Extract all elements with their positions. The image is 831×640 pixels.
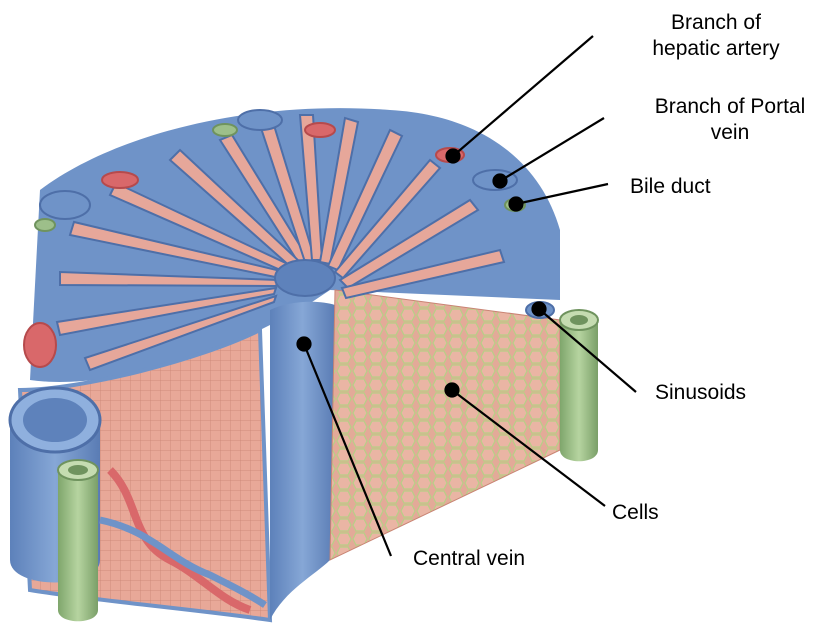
label-central-vein: Central vein (413, 546, 525, 572)
label-hepatic-artery-line2: hepatic artery (632, 36, 800, 62)
label-portal-vein: Branch of Portal vein (632, 94, 828, 146)
label-portal-vein-line1: Branch of Portal (632, 94, 828, 120)
central-vein-top (275, 260, 335, 296)
callout-dot-central (298, 338, 311, 351)
label-cells: Cells (612, 500, 659, 526)
callout-dot-artery (447, 150, 460, 163)
callout-line-portal (500, 118, 604, 181)
label-sinusoids: Sinusoids (655, 380, 746, 406)
label-hepatic-artery-line1: Branch of (632, 10, 800, 36)
cut-face-cells (330, 290, 560, 560)
callout-dot-bile (510, 198, 523, 211)
bile-duct-tube-right (560, 320, 598, 461)
callout-dot-portal (494, 175, 507, 188)
callout-dot-sinusoids (533, 303, 546, 316)
callout-dot-cells (446, 384, 459, 397)
label-portal-vein-line2: vein (632, 120, 828, 146)
bile-duct-tube-left (58, 470, 98, 621)
label-bile-duct: Bile duct (630, 174, 711, 200)
label-hepatic-artery: Branch of hepatic artery (632, 10, 800, 62)
